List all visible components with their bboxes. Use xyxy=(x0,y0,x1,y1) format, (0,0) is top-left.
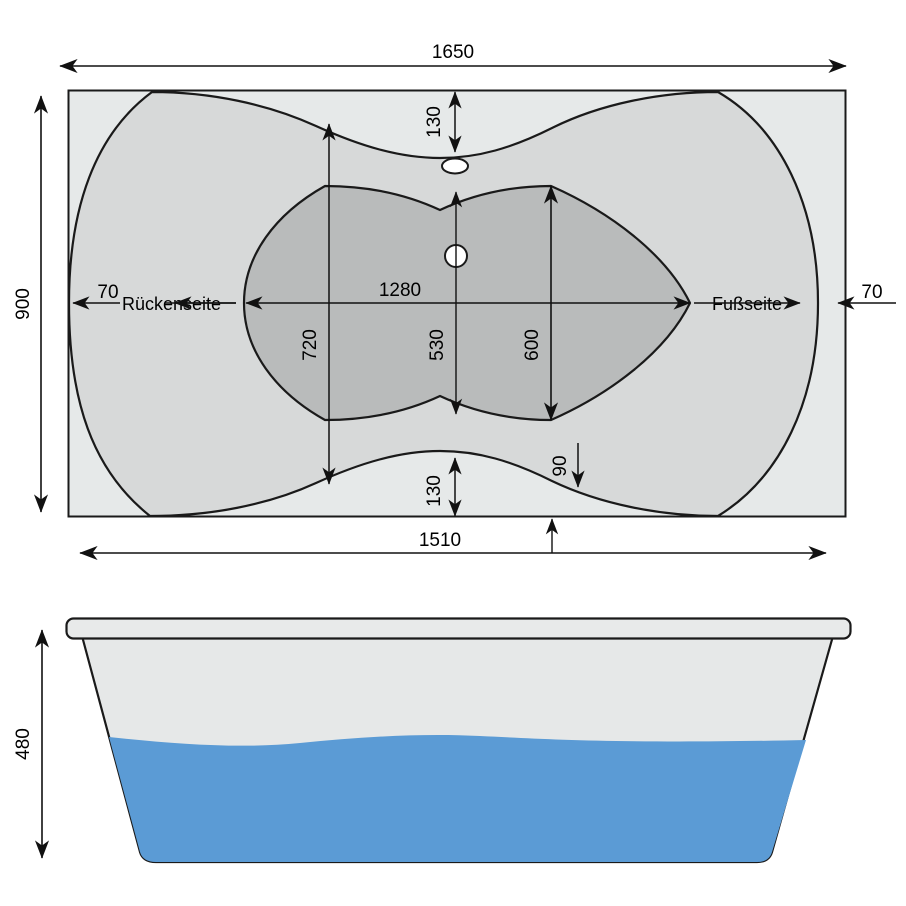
dimension-inner-length: 1280 xyxy=(245,280,691,310)
dimension-base-length: 1510 xyxy=(79,518,827,561)
label-foot-side: Fußseite xyxy=(712,294,782,314)
label-back-side: Rückenseite xyxy=(122,294,221,314)
elevation-view: 480 xyxy=(13,617,852,864)
dimension-inner-width-mid-label: 530 xyxy=(427,329,448,361)
dimension-height: 480 xyxy=(13,629,50,859)
dimension-wall-left-label: 70 xyxy=(97,282,118,303)
dimension-inner-width-foot: 600 xyxy=(522,185,559,421)
label-foot-side-text: Fußseite xyxy=(712,294,782,314)
dimension-inner-width-mid: 530 xyxy=(427,191,463,415)
dimension-rim-bottom: 130 xyxy=(424,457,462,517)
label-back-side-text: Rückenseite xyxy=(122,294,221,314)
dimension-wall-right: 70 xyxy=(694,282,896,310)
dimension-wall-right-label: 70 xyxy=(861,282,882,303)
elevation-water-fill xyxy=(109,734,806,862)
dimension-rim-top-label: 130 xyxy=(424,106,445,138)
elevation-rim xyxy=(65,617,852,640)
dimension-base-length-label: 1510 xyxy=(419,530,461,551)
dimension-overall-width: 900 xyxy=(13,95,49,513)
dimension-notch-offset-label: 90 xyxy=(550,455,571,476)
dimension-overall-length-label: 1650 xyxy=(432,42,474,63)
dimension-notch-offset: 90 xyxy=(550,443,585,488)
dimension-inner-width-foot-label: 600 xyxy=(522,329,543,361)
dimension-inner-width-max: 720 xyxy=(300,123,336,485)
dimension-overall-width-label: 900 xyxy=(13,288,34,320)
plan-view: 1650 900 1510 1280 Rückenseite Fußseite xyxy=(13,42,896,561)
dimension-wall-left: 70 xyxy=(72,282,236,310)
dimension-rim-top: 130 xyxy=(424,91,462,153)
dimension-inner-width-max-label: 720 xyxy=(300,329,321,361)
dimension-height-label: 480 xyxy=(13,728,34,760)
dimension-rim-bottom-label: 130 xyxy=(424,475,445,507)
dimension-inner-length-label: 1280 xyxy=(379,280,421,301)
overflow-ellipse-icon xyxy=(441,157,469,175)
dimension-overall-length: 1650 xyxy=(59,42,847,74)
